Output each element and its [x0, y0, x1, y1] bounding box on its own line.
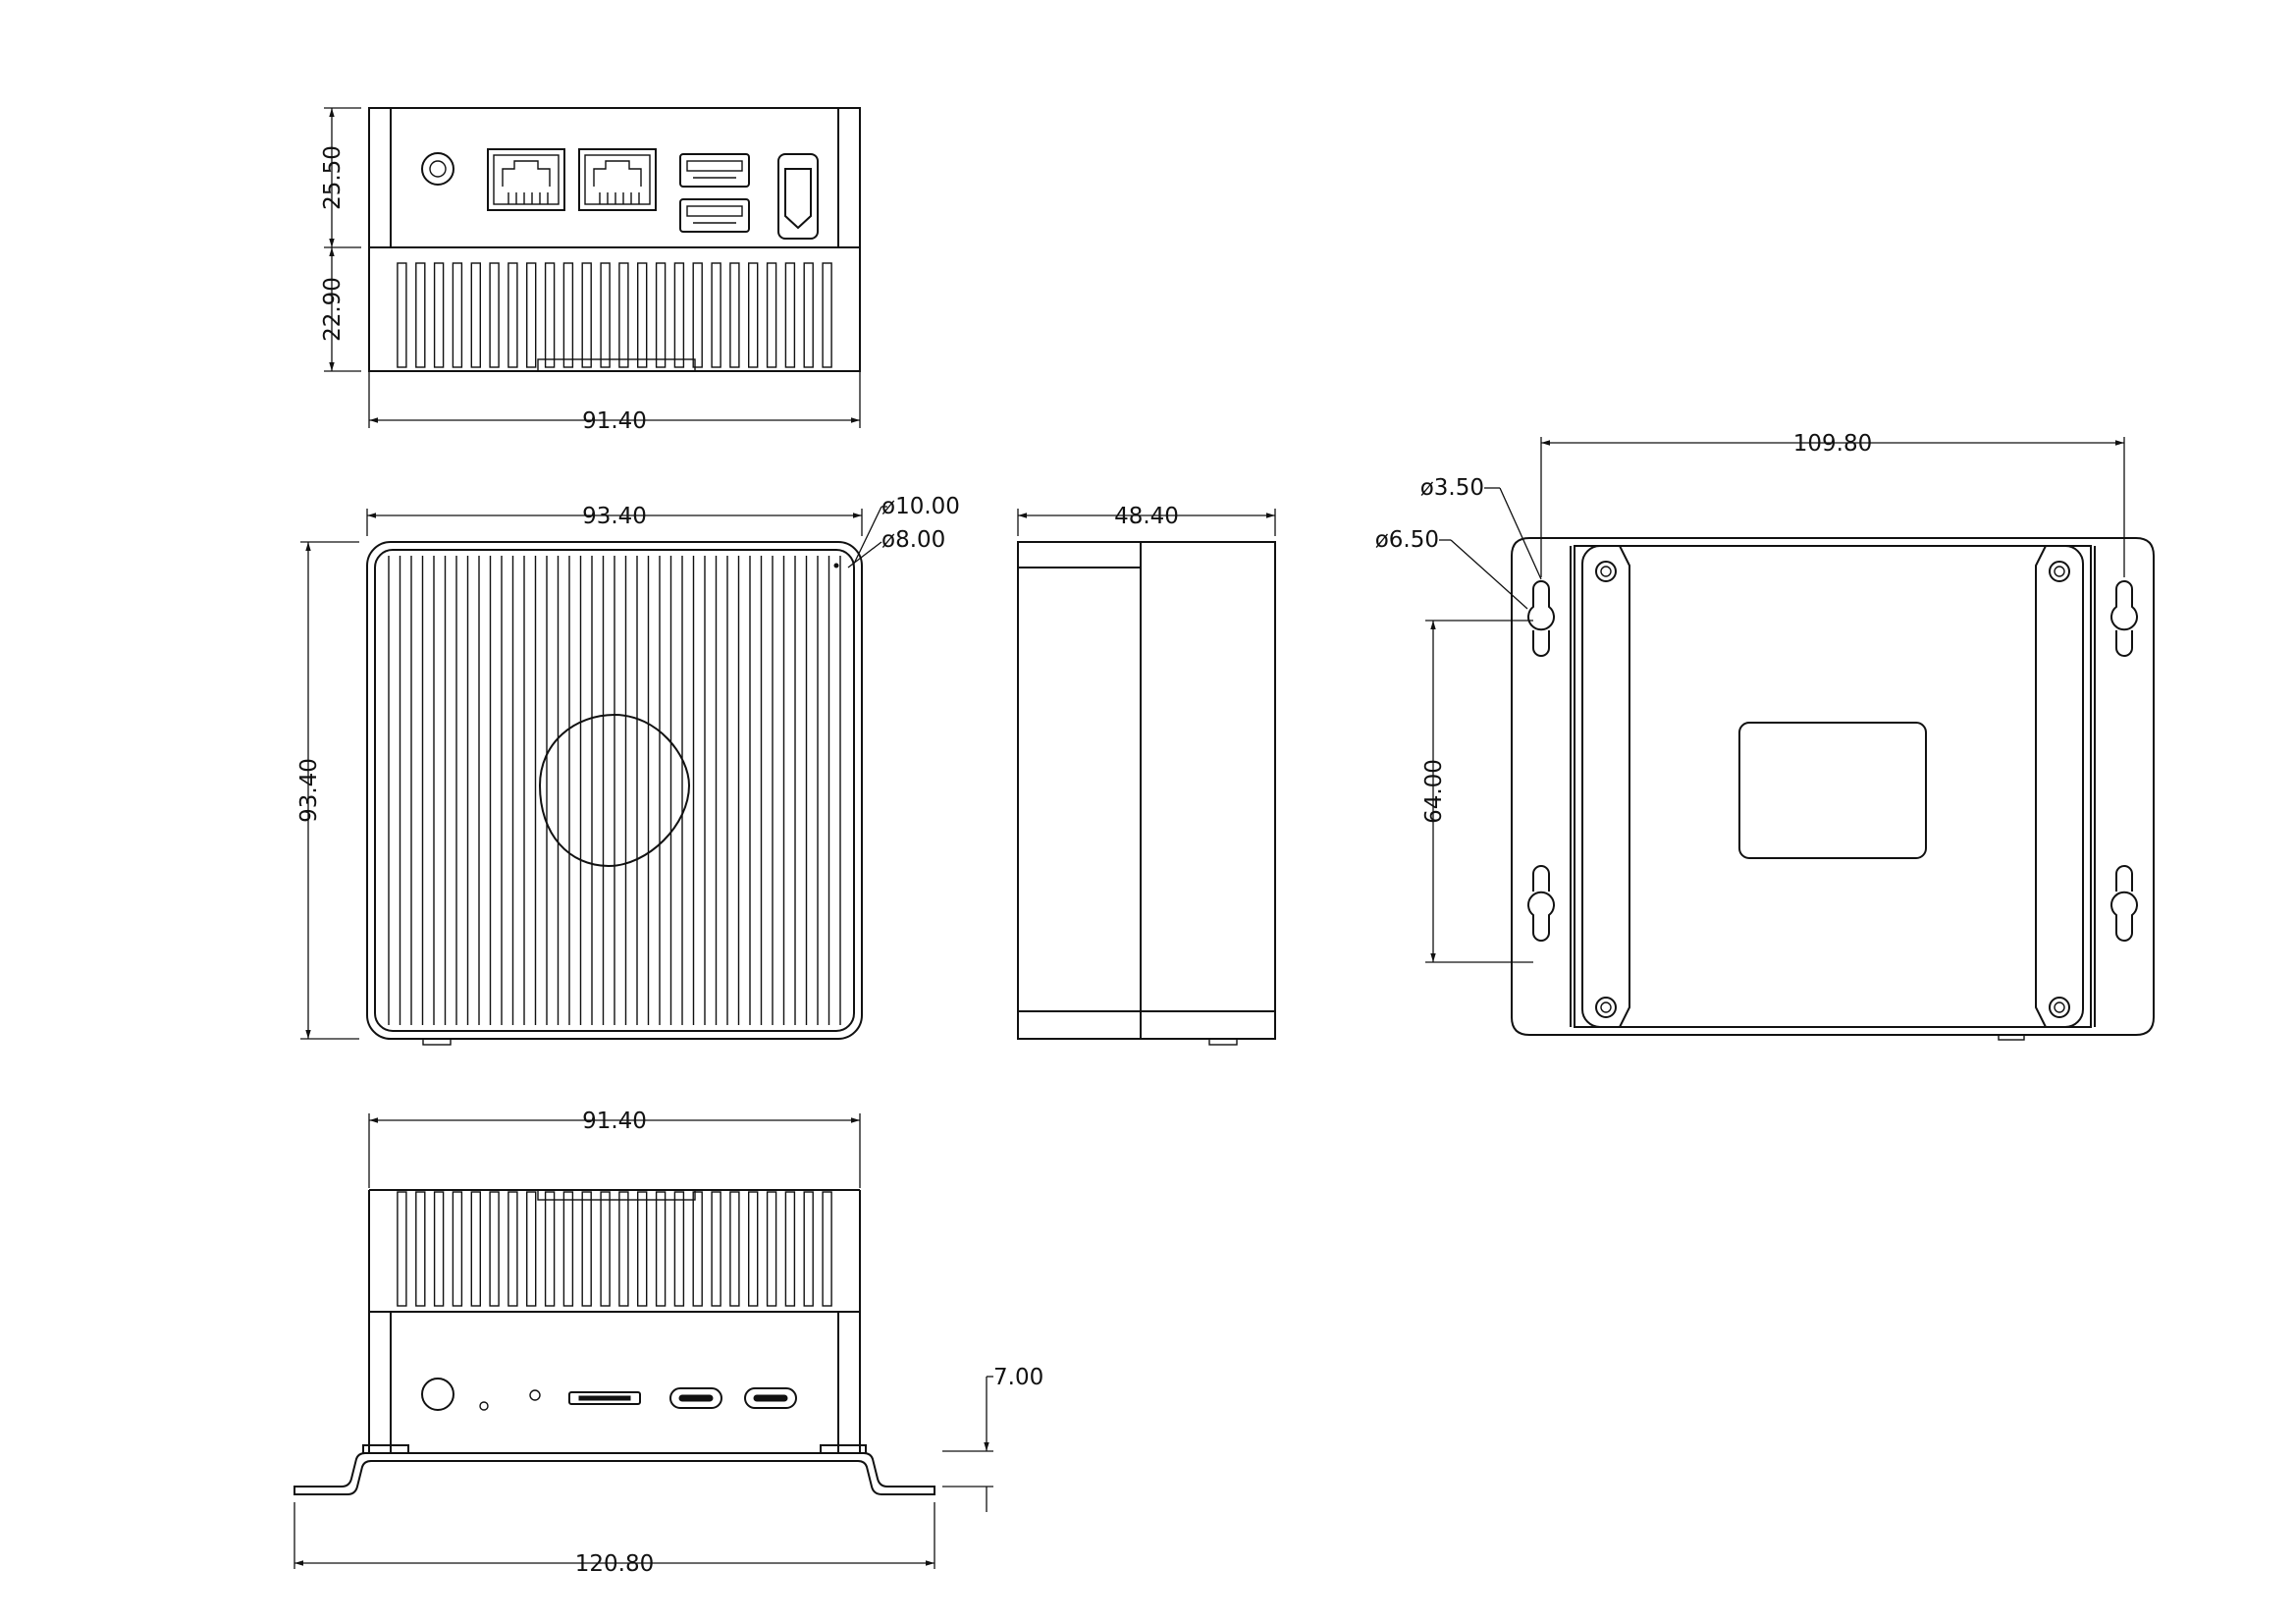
heatsink-fin — [600, 262, 611, 368]
heatsink-fin — [711, 1191, 721, 1307]
heatsink-fin — [673, 1191, 685, 1307]
heatsink-fin — [526, 262, 537, 368]
heatsink-fin — [544, 1191, 556, 1307]
port-panel-outline — [368, 107, 861, 248]
heatsink-fin — [470, 1191, 481, 1307]
bottom-width-label: 91.40 — [582, 1109, 647, 1134]
heatsink-fin — [655, 1191, 667, 1307]
port-height-label: 25.50 — [320, 145, 346, 210]
heatsink-fin — [692, 262, 703, 368]
heatsink-fin — [415, 262, 426, 368]
heatsink-fin — [748, 262, 759, 368]
bracket-width-label: 109.80 — [1793, 431, 1872, 457]
side-outline — [1017, 541, 1276, 1040]
front-port-view: 91.40 120.80 7.00 — [294, 1109, 1043, 1577]
rear-port-view: 91.40 25.50 22.90 — [320, 107, 861, 434]
bracket-height-label: 7.00 — [993, 1365, 1043, 1390]
side-depth-label: 48.40 — [1114, 504, 1179, 529]
heatsink-fin — [470, 262, 481, 368]
bracket-profile — [294, 1452, 935, 1495]
label-area — [1738, 722, 1927, 859]
chassis-outline — [366, 541, 863, 1040]
heatsink-fin — [803, 262, 814, 368]
heatsink-fin — [673, 262, 685, 368]
heatsink-fin — [711, 262, 721, 368]
side-view: 48.40 — [1017, 504, 1276, 1046]
heatsink-fin — [729, 262, 740, 368]
screw-icon — [2049, 997, 2070, 1018]
slot-large-dia-label: ø6.50 — [1375, 527, 1439, 553]
screw-icon — [2049, 561, 2070, 582]
front-width-label: 93.40 — [582, 504, 647, 529]
heatsink-fin — [507, 262, 518, 368]
heatsink-fin — [637, 262, 648, 368]
heatsink-fin — [766, 1191, 777, 1307]
heatsink-fin — [452, 262, 463, 368]
heatsink-fin — [562, 262, 574, 368]
keyhole-slot-icon — [1527, 865, 1555, 942]
heatsink-fin — [600, 1191, 611, 1307]
keyhole-slot-icon — [1527, 580, 1555, 657]
heatsink-fins-top — [397, 262, 832, 368]
heatsink-fins-front — [397, 1191, 832, 1307]
heatsink-fin — [581, 1191, 592, 1307]
fin-height-label: 22.90 — [320, 277, 346, 342]
top-width-label: 91.40 — [582, 408, 647, 434]
top-face-view: 93.40 93.40 ø10.00 ø8.00 — [296, 494, 960, 1046]
heatsink-fin — [618, 1191, 629, 1307]
ethernet-port-icon — [487, 148, 565, 211]
heatsink-fin — [822, 1191, 832, 1307]
usb-c-port-icon — [669, 1387, 722, 1409]
heatsink-fin — [655, 262, 667, 368]
heatsink-fin — [803, 1191, 814, 1307]
heatsink-fin — [452, 1191, 463, 1307]
logo-shape-icon — [538, 713, 691, 868]
corner-outer-dia-label: ø10.00 — [881, 494, 960, 519]
heatsink-fin — [489, 262, 500, 368]
heatsink-fin — [618, 262, 629, 368]
heatsink-fin — [433, 1191, 445, 1307]
heatsink-fin — [692, 1191, 703, 1307]
bottom-bracket-view: 109.80 ø3.50 ø6.50 64.00 — [1375, 431, 2155, 1041]
heatsink-fin — [562, 1191, 574, 1307]
bracket-total-width-label: 120.80 — [575, 1551, 654, 1577]
heatsink-fin — [507, 1191, 518, 1307]
heatsink-fin — [397, 262, 407, 368]
slot-spacing-label: 64.00 — [1421, 759, 1447, 824]
front-height-label: 93.40 — [296, 758, 322, 823]
heatsink-fin — [581, 262, 592, 368]
heatsink-fin — [784, 262, 796, 368]
heatsink-fin — [637, 1191, 648, 1307]
heatsink-fin — [822, 262, 832, 368]
usb-a-port-icon — [679, 153, 750, 188]
heatsink-fin — [397, 1191, 407, 1307]
heatsink-fin — [729, 1191, 740, 1307]
usb-a-port-icon — [679, 198, 750, 233]
power-button-icon — [421, 1378, 454, 1411]
heatsink-fin — [544, 262, 556, 368]
reset-hole-icon — [529, 1389, 541, 1401]
usb-c-port-icon — [744, 1387, 797, 1409]
slot-small-dia-label: ø3.50 — [1420, 475, 1484, 501]
heatsink-fin — [415, 1191, 426, 1307]
screw-icon — [1595, 997, 1617, 1018]
heatsink-fin — [526, 1191, 537, 1307]
mounting-bracket — [1511, 537, 2155, 1036]
heatsink-fin — [489, 1191, 500, 1307]
sd-card-slot-icon — [568, 1391, 641, 1405]
led-indicator-icon — [479, 1401, 489, 1411]
heatsink-fin — [748, 1191, 759, 1307]
keyhole-slot-icon — [2110, 865, 2138, 942]
heatsink-grooves — [388, 556, 841, 1025]
heatsink-fin — [766, 262, 777, 368]
ethernet-port-icon — [578, 148, 657, 211]
heatsink-fin — [784, 1191, 796, 1307]
keyhole-slot-icon — [2110, 580, 2138, 657]
corner-inner-dia-label: ø8.00 — [881, 527, 945, 553]
dc-jack-icon — [421, 152, 454, 186]
hdmi-port-icon — [777, 153, 819, 240]
heatsink-fin — [433, 262, 445, 368]
screw-icon — [1595, 561, 1617, 582]
